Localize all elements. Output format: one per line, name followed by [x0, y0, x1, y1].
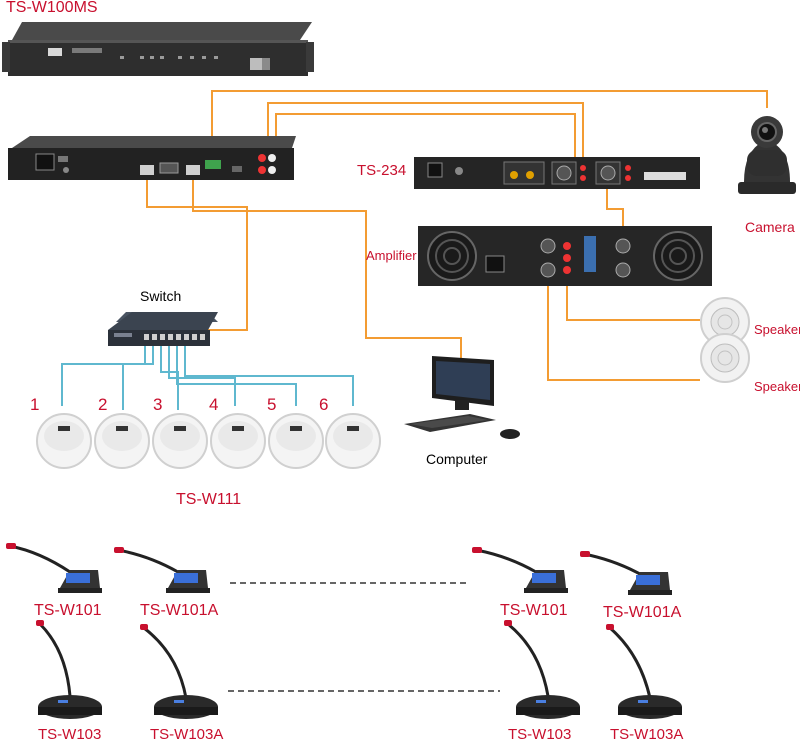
access-point-2 — [94, 413, 150, 469]
mic-label-row2-3: TS-W103 — [508, 726, 572, 743]
main-unit-label: TS-W100MS — [6, 0, 98, 16]
ap-number-6: 6 — [319, 395, 329, 414]
computer-device — [404, 356, 520, 439]
camera-label: Camera — [745, 219, 795, 235]
camera-control-cable — [211, 90, 768, 165]
speaker-1-label: Speaker — [754, 322, 800, 337]
mic-unit-ts-w103a-left — [140, 624, 218, 719]
ap6-cable — [184, 345, 354, 406]
audio-to-ts234-cable — [267, 102, 584, 160]
mic-label-row2-2: TS-W103A — [150, 726, 224, 743]
ap-number-3: 3 — [153, 395, 163, 414]
ap4-cable — [168, 345, 236, 406]
ts234-device — [414, 157, 700, 189]
network-switch — [108, 312, 218, 346]
ts234-to-amp-cable — [606, 185, 624, 238]
mic-label-row2-1: TS-W103 — [38, 726, 102, 743]
access-point-1 — [36, 413, 92, 469]
access-point-4 — [210, 413, 266, 469]
ap-number-2: 2 — [98, 395, 108, 414]
amplifier-label: Amplifier — [366, 248, 417, 263]
mic-row2 — [36, 620, 682, 719]
ap5-cable — [176, 345, 297, 406]
audio-return-cable — [275, 113, 576, 160]
mic-unit-ts-w103a-right — [606, 624, 682, 719]
ap-number-5: 5 — [267, 395, 277, 414]
camera-device — [738, 116, 796, 194]
ap-number-1: 1 — [30, 395, 40, 414]
speaker-2-label: Speaker — [754, 379, 800, 394]
ap2-cable — [122, 345, 154, 410]
cyan-cables — [61, 345, 354, 410]
access-point-3 — [152, 413, 208, 469]
amplifier-device — [418, 226, 712, 286]
mic-label-row1-3: TS-W101 — [500, 602, 568, 619]
computer-lan-cable — [192, 175, 462, 358]
mic-unit-ts-w103-left — [36, 620, 102, 719]
main-unit-front — [2, 22, 314, 76]
mic-unit-ts-w101a-left — [114, 547, 210, 593]
mic-label-row2-4: TS-W103A — [610, 726, 684, 743]
mic-label-row1-4: TS-W101A — [603, 604, 682, 621]
mic-row1 — [6, 543, 672, 595]
access-point-6 — [325, 413, 381, 469]
mic-label-row1-2: TS-W101A — [140, 602, 219, 619]
mic-label-row1-1: TS-W101 — [34, 602, 102, 619]
mic-unit-ts-w101-right — [472, 547, 568, 593]
access-points — [36, 413, 381, 469]
ceiling-speaker-2 — [700, 333, 750, 383]
ap-model-label: TS-W111 — [176, 491, 242, 508]
mic-unit-ts-w101-left — [6, 543, 102, 593]
mic-unit-ts-w103-right — [504, 620, 580, 719]
orange-cables — [146, 90, 768, 381]
ceiling-speaker-1 — [700, 297, 750, 347]
switch-label: Switch — [140, 288, 182, 304]
main-unit-rear — [8, 136, 296, 180]
mic-unit-ts-w101a-right — [580, 551, 672, 595]
ts234-label: TS-234 — [357, 162, 407, 179]
computer-label: Computer — [426, 451, 488, 467]
access-point-5 — [268, 413, 324, 469]
ap-number-4: 4 — [209, 395, 219, 414]
amp-to-speaker2-cable — [547, 268, 700, 381]
switch-uplink-cable — [146, 175, 248, 331]
ap1-cable — [61, 345, 146, 406]
